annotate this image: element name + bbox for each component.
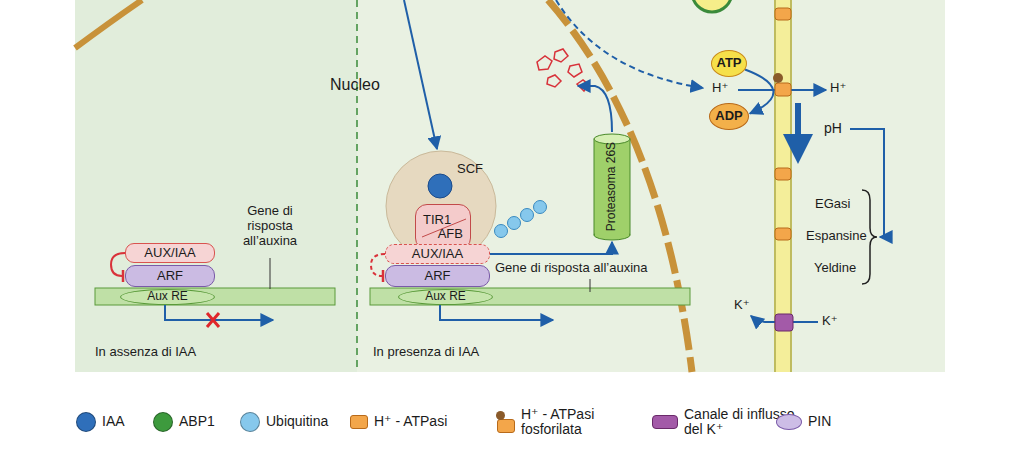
legend-item: H⁺ - ATPasi fosforilata	[497, 404, 641, 440]
dna-element: Aux RE	[120, 289, 215, 305]
node-text: SCF	[457, 162, 483, 176]
panel-caption: In assenza di IAA	[95, 345, 196, 360]
adp-molecule: ADP	[709, 103, 749, 130]
node-text: Proteasoma 26S	[605, 142, 618, 231]
legend-item: H⁺ - ATPasi	[350, 404, 447, 440]
connector	[490, 242, 612, 254]
dna-element: Aux RE	[398, 289, 493, 305]
protein-box: ARF	[125, 265, 215, 287]
node-text: TIR1	[423, 213, 451, 227]
panel-caption: In presenza di IAA	[373, 345, 479, 360]
connector	[371, 254, 385, 282]
legend-text: H⁺ - ATPasi fosforilata	[521, 407, 641, 438]
node-text: ARF	[425, 269, 451, 283]
protein-box: AUX/IAA	[125, 243, 215, 263]
legend-swatch	[76, 412, 96, 432]
label-text: K⁺	[822, 314, 838, 329]
legend-swatch	[497, 419, 515, 433]
legend-item: ABP1	[153, 404, 215, 440]
protein-box: AUX/IAA	[385, 244, 490, 264]
node-text: AUX/IAA	[144, 246, 195, 260]
legend-text: H⁺ - ATPasi	[374, 414, 447, 429]
legend-swatch	[776, 414, 802, 430]
label-text: Yeldine	[814, 261, 856, 276]
label-text: H⁺	[830, 81, 846, 96]
label-text: K⁺	[734, 298, 750, 313]
label-text: pH	[824, 120, 842, 136]
legend-text: IAA	[102, 414, 125, 429]
node-text: ARF	[157, 269, 183, 283]
legend-item: PIN	[776, 404, 831, 440]
legend-text: PIN	[808, 414, 831, 429]
label-text: Gene di risposta all’auxina	[225, 204, 315, 249]
legend-item: Ubiquitina	[240, 404, 328, 440]
label-text: H⁺	[712, 81, 728, 96]
connector	[111, 253, 125, 282]
legend-text: Ubiquitina	[266, 414, 328, 429]
protein-box: ARF	[385, 265, 490, 287]
legend-item: Canale di influsso del K⁺	[652, 404, 796, 440]
legend-item: IAA	[76, 404, 125, 440]
label-text: Espansine	[806, 229, 867, 244]
node-text: AUX/IAA	[412, 247, 463, 261]
node-text: Aux RE	[425, 290, 466, 303]
label-text: Nucleo	[330, 76, 380, 94]
node-text: AFB	[438, 227, 463, 241]
legend-swatch	[350, 415, 368, 429]
legend-swatch	[240, 412, 260, 432]
connector	[745, 70, 773, 114]
label-text: EGasi	[815, 197, 850, 212]
atp-molecule: ATP	[711, 50, 747, 77]
legend-swatch	[652, 415, 678, 429]
phosphate-dot	[496, 411, 505, 420]
label-text: Gene di risposta all’auxina	[495, 261, 647, 276]
legend-text: ABP1	[179, 414, 215, 429]
proteasome-cylinder: Proteasoma 26S	[593, 133, 631, 241]
node-text: Aux RE	[147, 290, 188, 303]
node-text: ADP	[715, 109, 742, 123]
node-text: ATP	[716, 56, 741, 70]
legend-swatch	[153, 412, 173, 432]
